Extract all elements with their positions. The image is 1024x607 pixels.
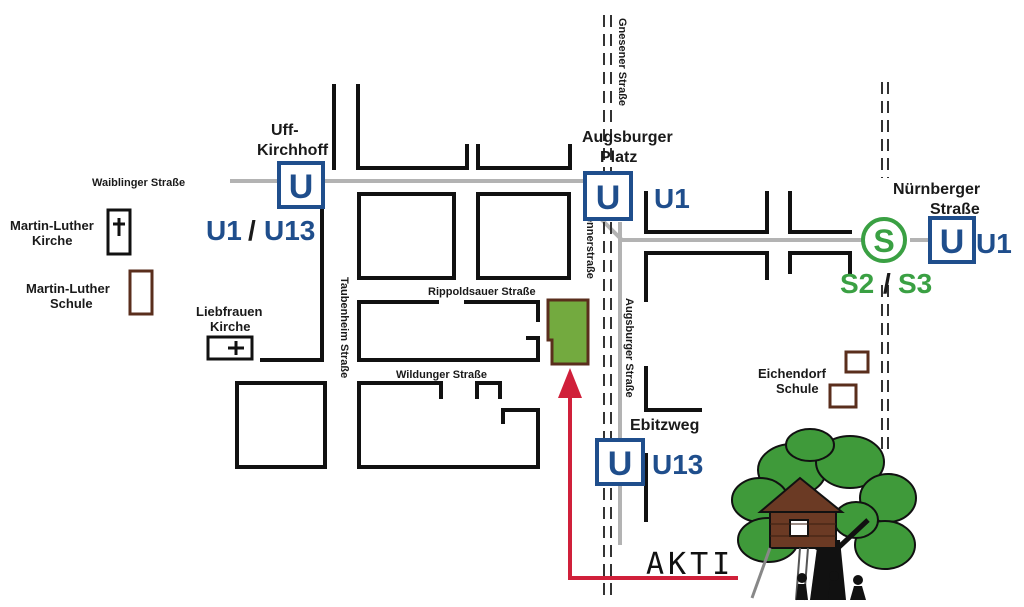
street-label-denner: Dennerstraße [584,208,596,279]
arrow-head-icon [558,368,582,398]
sbahn-badge-letter: S [873,223,894,259]
block-edge [475,381,502,399]
poi-eichendorf-schule[interactable]: Eichendorf Schule [758,350,870,409]
block-edge [357,192,456,280]
block-edge [788,191,852,234]
street-label-taubenheim: Taubenheim Straße [338,277,350,378]
station-name-line1: Augsburger [582,129,673,146]
poi-label-line1: Liebfrauen [196,304,263,319]
station-name-line2: Straße [930,201,980,218]
poi-label-line1: Martin-Luther [26,281,110,296]
ubahn-badge-icon [595,438,645,486]
station-nuernberger-strasse[interactable]: Nürnberger Straße S U U1 S2 / S3 [840,181,1012,299]
line-label-u1: U1 [654,183,690,214]
block-edge [260,190,324,362]
block-edge [644,251,769,302]
akti-location-lot[interactable] [546,298,590,366]
street-label-rippoldsauer: Rippoldsauer Straße [428,286,536,298]
rail-lines [603,15,889,600]
poi-label-line2: Kirche [32,233,72,248]
station-name-line2: Kirchhoff [257,142,329,159]
ubahn-badge-letter: U [608,445,633,483]
poi-label-line1: Martin-Luther [10,218,94,233]
poi-martin-luther-schule[interactable]: Martin-Luther Schule [26,269,154,316]
line-label-s3: S3 [898,268,932,299]
station-ebitzweg[interactable]: U U13 [595,438,703,486]
block-edge [235,381,327,469]
station-name-line1: Nürnberger [893,181,980,198]
poi-martin-luther-kirche[interactable]: Martin-Luther Kirche [10,208,132,256]
street-label-augsburger: Augsburger Straße [623,298,635,398]
block-edge [357,300,540,362]
block-edge [476,192,571,280]
line-separator: / [248,215,256,246]
treehouse-icon [731,428,917,601]
block-edge [476,144,572,170]
street-label-wildunger: Wildunger Straße [396,369,487,381]
destination-label: AKTI [646,547,734,582]
line-label-u1: U1 [206,215,242,246]
line-label-s2: S2 [840,268,874,299]
poi-liebfrauen-kirche[interactable]: Liebfrauen Kirche [196,304,263,361]
ubahn-badge-letter: U [289,168,314,206]
street-label-ebitzweg: Ebitzweg [630,417,699,434]
street-labels: Waiblinger Straße Gnesener Straße Denner… [92,18,699,434]
station-augsburger-platz[interactable]: Augsburger Platz U U1 [582,129,690,221]
line-label-u13: U13 [264,215,315,246]
school-icon [844,350,870,374]
block-edge [464,300,540,322]
line-label-u1: U1 [976,228,1012,259]
ubahn-badge-letter: U [596,179,621,217]
block-edge [788,251,852,274]
poi-label-line1: Eichendorf [758,366,827,381]
sbahn-badge-icon [861,217,907,263]
block-edge [644,191,769,234]
line-separator: / [883,268,891,299]
school-icon [128,269,154,316]
station-uff-kirchhoff[interactable]: Uff- Kirchhoff U U1 / U13 [206,122,329,246]
school-icon [828,383,858,409]
ubahn-badge-icon [583,171,633,221]
station-name-line2: Platz [600,149,637,166]
line-label-u13: U13 [652,449,703,480]
street-label-gnesener: Gnesener Straße [616,18,628,106]
ubahn-badge-icon [928,216,976,264]
poi-label-line2: Kirche [210,319,250,334]
ubahn-badge-letter: U [940,223,965,261]
building-blocks [235,84,852,522]
cross-icon [228,341,244,355]
block-edge [356,84,469,170]
block-edge [644,366,702,412]
street-label-waiblinger: Waiblinger Straße [92,177,185,189]
block-edge [357,381,540,469]
ubahn-badge-icon [277,161,325,209]
poi-label-line2: Schule [776,381,819,396]
cross-icon [113,218,125,236]
route-arrow [558,368,738,580]
poi-label-line2: Schule [50,296,93,311]
station-name-line1: Uff- [271,122,299,139]
